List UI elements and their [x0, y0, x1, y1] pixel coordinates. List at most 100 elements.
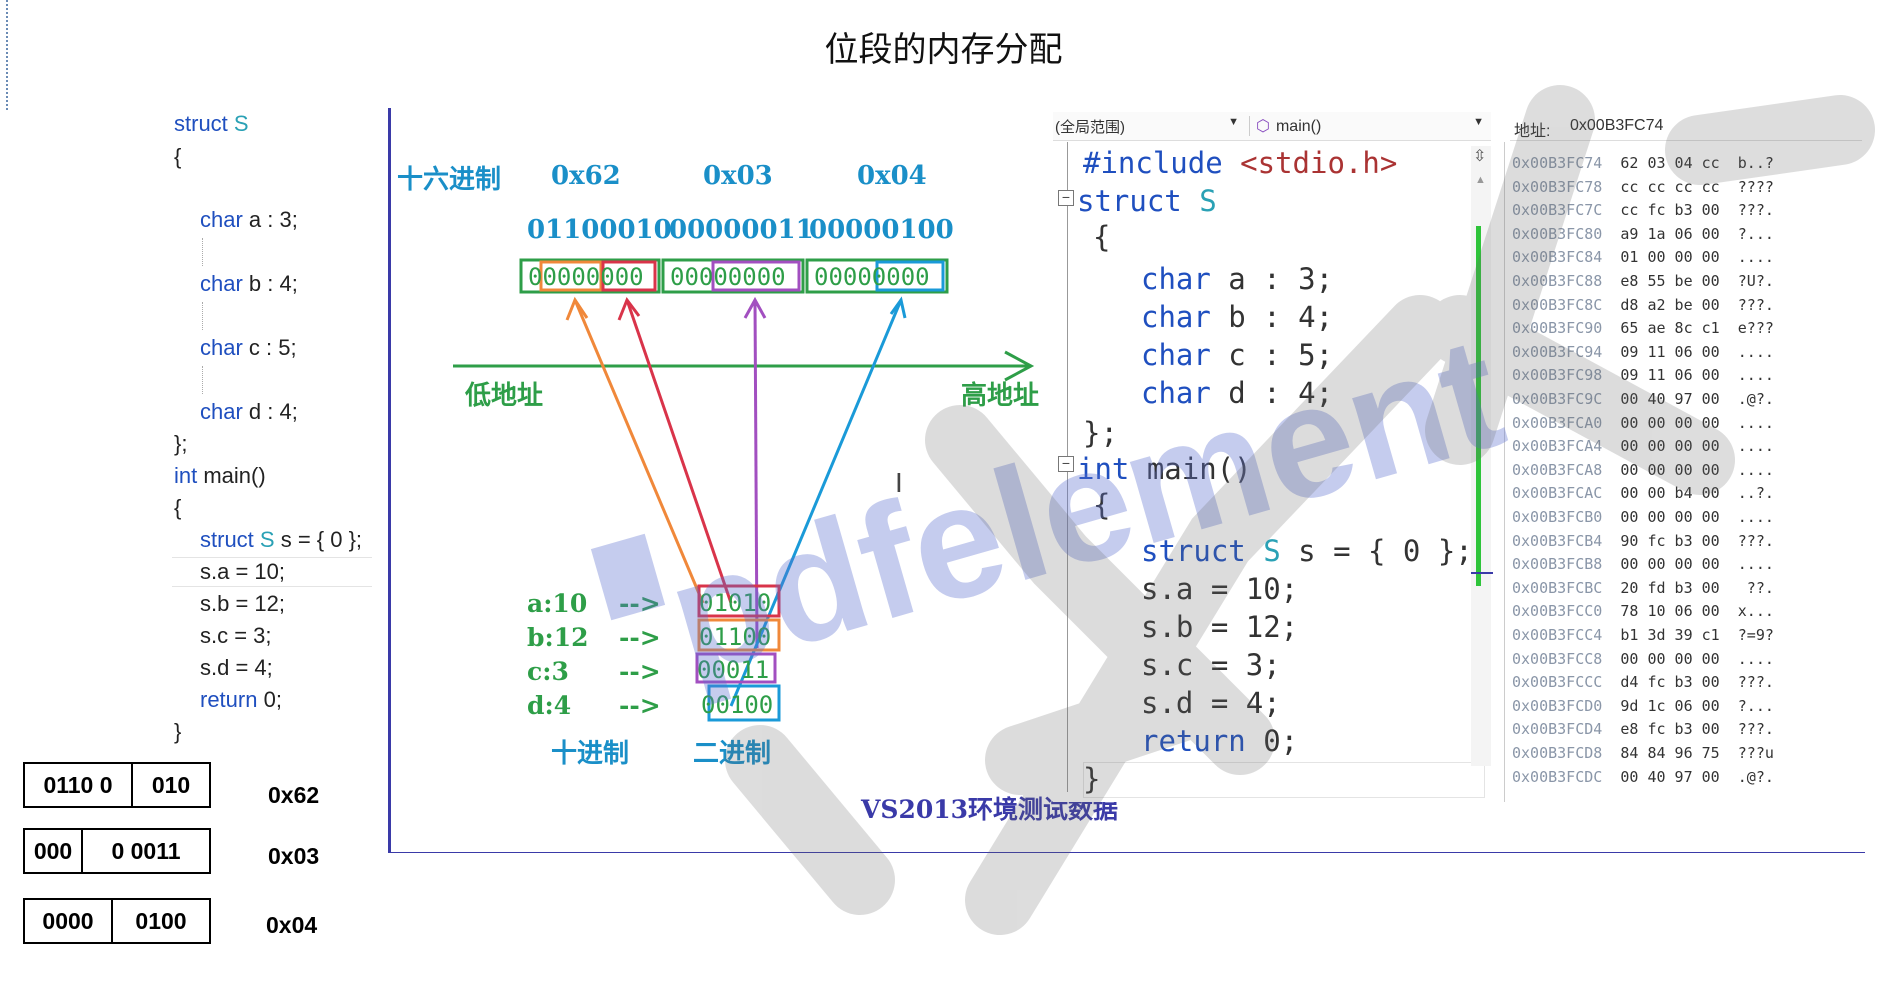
memory-address: 0x00B3FCB8 [1512, 555, 1603, 574]
memory-hex: 09 11 06 00 [1620, 366, 1720, 385]
memory-row: 0x00B3FC8C d8 a2 be 00 ???. [1512, 296, 1774, 314]
byte-cell-box [805, 258, 949, 294]
memory-address: 0x00B3FC7C [1512, 201, 1603, 220]
memory-chars: .@?. [1737, 767, 1774, 786]
memory-row: 0x00B3FCC8 00 00 00 00 .... [1512, 650, 1774, 668]
memory-hex: 00 00 00 00 [1620, 508, 1720, 526]
high-address-label: 高地址 [961, 380, 1039, 411]
ide-line: { [1093, 488, 1111, 522]
collapse-icon[interactable]: − [1058, 456, 1074, 472]
memory-row: 0x00B3FCA0 00 00 00 00 .... [1512, 414, 1774, 432]
byte-box-left: 0000 [23, 898, 113, 944]
code-line-int-main: int main() [174, 463, 266, 488]
assignment-arrow: --> [619, 691, 661, 720]
bitfield-diagram: 十六进制 0x62 0x03 0x04 01100010 00000011 00… [397, 161, 1118, 824]
code-line-open-brace-main: { [174, 495, 182, 520]
memory-hex: 00 00 00 00 [1620, 437, 1720, 456]
memory-row: 0x00B3FCD4 e8 fc b3 00 ???. [1512, 720, 1774, 738]
page-title: 位段的内存分配 [824, 30, 1063, 70]
arrowhead [617, 296, 641, 321]
memory-address: 0x00B3FC80 [1512, 224, 1603, 243]
left-edge-dotted-line [6, 0, 8, 110]
byte-box-row: 0110 0 010 [23, 762, 211, 808]
bin-value: 00000011 [669, 215, 814, 245]
ide-line: char d : 4; [1141, 376, 1334, 410]
collapse-icon[interactable]: − [1058, 190, 1074, 206]
code-line-char-a: char a : 3; [200, 207, 298, 232]
memory-hex: e8 55 be 00 [1620, 272, 1720, 290]
memory-address: 0x00B3FC78 [1512, 177, 1603, 196]
memory-address: 0x00B3FCA0 [1512, 413, 1603, 432]
byte-box-left: 0110 0 [23, 762, 133, 808]
bin-value: 00000100 [809, 215, 954, 245]
memory-row: 0x00B3FC98 09 11 06 00 .... [1512, 366, 1774, 384]
byte-cell-box [519, 258, 661, 294]
memory-address: 0x00B3FC88 [1512, 272, 1603, 290]
scroll-up-icon[interactable]: ▲ [1475, 174, 1486, 186]
split-icon[interactable]: ⇳ [1473, 148, 1487, 165]
memory-address: 0x00B3FCBC [1512, 578, 1603, 597]
scope-dropdown[interactable]: (全局范围)▼ [1055, 116, 1239, 136]
memory-chars: ???. [1737, 201, 1774, 220]
code-line-sa: s.a = 10; [200, 559, 286, 584]
code-line-char-c: char c : 5; [200, 335, 297, 360]
editor-scrollbar[interactable]: ⇳ ▲ [1471, 146, 1493, 766]
memory-hex: 9d 1c 06 00 [1620, 696, 1720, 715]
memory-chars: .... [1737, 508, 1774, 526]
memory-row: 0x00B3FC84 01 00 00 00 .... [1512, 248, 1774, 266]
memory-address: 0x00B3FC8C [1512, 295, 1603, 314]
memory-row: 0x00B3FC90 65 ae 8c c1 e??? [1512, 319, 1774, 337]
memory-chars: .... [1737, 248, 1774, 267]
memory-row: 0x00B3FC74 62 03 04 cc b..? [1512, 154, 1774, 172]
memory-hex: d4 fc b3 00 [1620, 673, 1720, 692]
memory-address: 0x00B3FCB4 [1512, 531, 1603, 550]
memory-chars: ?... [1737, 696, 1774, 715]
byte-box-right: 010 [133, 762, 211, 808]
memory-chars: .... [1737, 437, 1774, 456]
ide-line: s.a = 10; [1141, 572, 1299, 606]
byte-hex-label: 0x03 [268, 843, 320, 869]
memory-chars: ..?. [1737, 484, 1774, 503]
memory-hex: 00 00 00 00 [1620, 555, 1720, 574]
byte-box-right: 0100 [113, 898, 211, 944]
memory-chars: .... [1737, 649, 1774, 668]
memory-hex: 20 fd b3 00 [1620, 578, 1720, 597]
code-line-char-b: char b : 4; [200, 271, 298, 296]
assignment-arrow: --> [619, 657, 661, 686]
code-line-sd: s.d = 4; [200, 655, 273, 680]
address-input[interactable]: 0x00B3FC74 [1570, 117, 1664, 134]
byte-box-row: 000 0 0011 [23, 828, 211, 874]
code-line-open-brace: { [174, 144, 182, 169]
assignment-arrow: --> [619, 589, 661, 618]
memory-hex: a9 1a 06 00 [1620, 224, 1720, 243]
ide-line: { [1093, 220, 1111, 254]
field-a-box [601, 260, 657, 292]
code-line-close-brace-main: } [174, 719, 182, 744]
field-b-box [539, 260, 603, 292]
address-bar: 地址: 0x00B3FC74 [1510, 112, 1862, 141]
memory-divider [1504, 142, 1505, 802]
memory-chars: e??? [1737, 319, 1774, 338]
memory-address: 0x00B3FCC4 [1512, 626, 1603, 644]
low-address-label: 低地址 [464, 381, 543, 411]
arrowhead [565, 296, 589, 321]
indent-guide [202, 302, 203, 330]
boxed-byte: 00000000 [814, 263, 930, 291]
assignment-arrow: --> [619, 623, 661, 652]
memory-address: 0x00B3FC98 [1512, 366, 1603, 385]
code-line-struct-s: struct S s = { 0 }; [200, 527, 363, 552]
memory-chars: ???. [1737, 720, 1774, 739]
field-d-box [875, 260, 945, 292]
memory-chars: ???u [1737, 744, 1774, 762]
memory-address: 0x00B3FCA8 [1512, 460, 1603, 479]
memory-hex: 65 ae 8c c1 [1620, 319, 1720, 338]
memory-hex: d8 a2 be 00 [1620, 295, 1720, 314]
memory-hex: cc fc b3 00 [1620, 201, 1720, 220]
ide-line: char c : 5; [1141, 338, 1334, 372]
function-dropdown[interactable]: ⬡main()▼ [1249, 116, 1488, 136]
memory-hex: 00 00 00 00 [1620, 649, 1720, 668]
memory-chars: ?U?. [1737, 272, 1774, 290]
memory-row: 0x00B3FC7C cc fc b3 00 ???. [1512, 201, 1774, 219]
memory-row: 0x00B3FCCC d4 fc b3 00 ???. [1512, 673, 1774, 691]
memory-chars: .... [1737, 460, 1774, 479]
